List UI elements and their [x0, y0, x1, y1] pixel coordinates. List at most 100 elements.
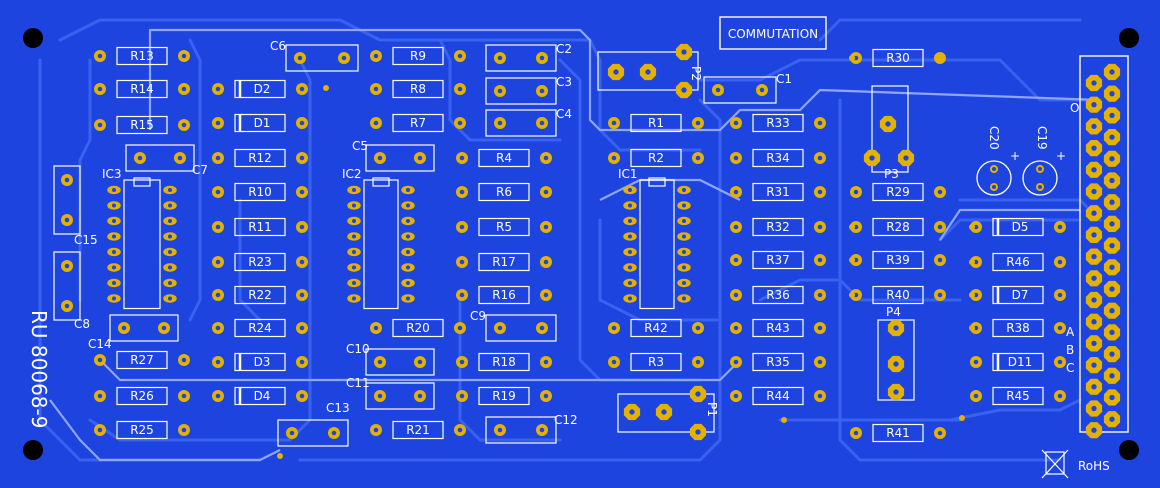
pad-hole	[611, 359, 617, 365]
resistor-label-r31: R31	[766, 185, 790, 199]
capacitor-outline	[277, 419, 349, 447]
rohs-cross	[1041, 449, 1069, 479]
connector-label-b: B	[1066, 343, 1074, 357]
mounting-hole	[23, 440, 43, 460]
pad-hole	[733, 224, 739, 230]
pad-hole	[1091, 340, 1097, 347]
resistor-label-r34: R34	[766, 151, 790, 165]
pad-hole	[97, 357, 103, 363]
resistor-outline	[116, 386, 168, 406]
resistor-label-r41: R41	[886, 426, 910, 440]
pad-hole	[1091, 405, 1097, 412]
pad-hole	[112, 296, 116, 301]
capacitor-label-c4: C4	[556, 107, 572, 121]
capacitor-label-c7: C7	[192, 163, 208, 177]
pad-hole	[215, 292, 221, 298]
pad-hole	[1091, 210, 1097, 216]
pad-hole	[1109, 308, 1115, 314]
pad-hole	[853, 224, 859, 230]
resistor-label-r22: R22	[248, 288, 272, 302]
ic-outline	[639, 179, 675, 310]
ic-notch	[133, 177, 151, 187]
pad-hole	[1109, 134, 1115, 140]
resistor-label-r2: R2	[648, 151, 664, 165]
resistor-label-r37: R37	[766, 253, 790, 267]
pad-hole	[628, 296, 632, 301]
pad-hole	[459, 292, 465, 298]
pad-hole	[853, 292, 859, 298]
pad-hole	[543, 393, 549, 399]
pad-hole	[682, 250, 686, 254]
capacitor-outline	[703, 76, 777, 104]
pad-hole	[457, 86, 463, 92]
diode-outline	[234, 352, 286, 372]
pad-hole	[817, 359, 823, 365]
via	[849, 292, 855, 298]
pad-hole	[817, 393, 823, 399]
pad-hole	[885, 121, 891, 127]
pad-hole	[937, 189, 943, 195]
pad-hole	[903, 155, 909, 161]
pot-outline	[597, 51, 699, 91]
resistor-outline	[992, 386, 1044, 406]
ic-outline	[123, 179, 161, 310]
pad-hole	[64, 217, 70, 223]
pad-hole	[352, 250, 356, 254]
pad-hole	[695, 359, 701, 365]
resistor-outline	[392, 79, 444, 99]
pad-hole	[168, 296, 172, 301]
pad-hole	[352, 234, 356, 239]
capacitor-label-c3: C3	[556, 75, 572, 89]
pad-hole	[645, 69, 651, 75]
capacitor-outline	[365, 144, 435, 172]
pad-hole	[417, 359, 423, 365]
capacitor-outline	[365, 382, 435, 410]
resistor-label-r11: R11	[248, 220, 272, 234]
copper-trace	[78, 58, 92, 302]
capacitor-label-c15: C15	[74, 233, 98, 247]
resistor-outline	[992, 252, 1044, 272]
copper-trace	[938, 218, 1082, 242]
pad-hole	[1091, 297, 1097, 303]
resistor-outline	[872, 182, 924, 202]
pad-hole	[112, 234, 116, 239]
resistor-outline	[630, 352, 682, 372]
pad-hole	[681, 49, 687, 55]
copper-trace	[88, 58, 312, 442]
board-title: COMMUTATION	[728, 27, 818, 41]
connector-label-c: C	[1066, 361, 1074, 375]
resistor-label-r43: R43	[766, 321, 790, 335]
capacitor-label-c5: C5	[352, 139, 368, 153]
resistor-outline	[234, 318, 286, 338]
ic-label-ic3: IC3	[102, 167, 122, 181]
pad-hole	[937, 430, 943, 436]
pad-hole	[373, 325, 379, 331]
pad-hole	[1091, 123, 1097, 130]
pad-hole	[1091, 232, 1097, 238]
capacitor-outline	[109, 314, 179, 342]
pad-hole	[121, 325, 127, 331]
pad-hole	[695, 120, 701, 126]
pad-hole	[406, 203, 410, 208]
pad-hole	[869, 155, 875, 161]
diode-label-d5: D5	[1012, 220, 1029, 234]
via	[849, 257, 855, 263]
polarity-mark: +	[1010, 149, 1020, 163]
pad-hole	[137, 155, 143, 161]
pad-hole	[215, 189, 221, 195]
pad-hole	[1038, 185, 1042, 189]
pad-hole	[1109, 91, 1115, 97]
pad-hole	[853, 189, 859, 195]
resistor-label-r1: R1	[648, 116, 664, 130]
pad-hole	[297, 55, 303, 61]
pad-hole	[373, 53, 379, 59]
capacitor-outline	[485, 314, 557, 342]
pad-hole	[628, 281, 632, 285]
pad-hole	[64, 303, 70, 309]
resistor-label-r29: R29	[886, 185, 910, 199]
via	[323, 85, 329, 91]
pad-hole	[973, 292, 979, 298]
pad-hole	[459, 189, 465, 195]
pad-hole	[215, 224, 221, 230]
diode-label-d3: D3	[254, 355, 271, 369]
